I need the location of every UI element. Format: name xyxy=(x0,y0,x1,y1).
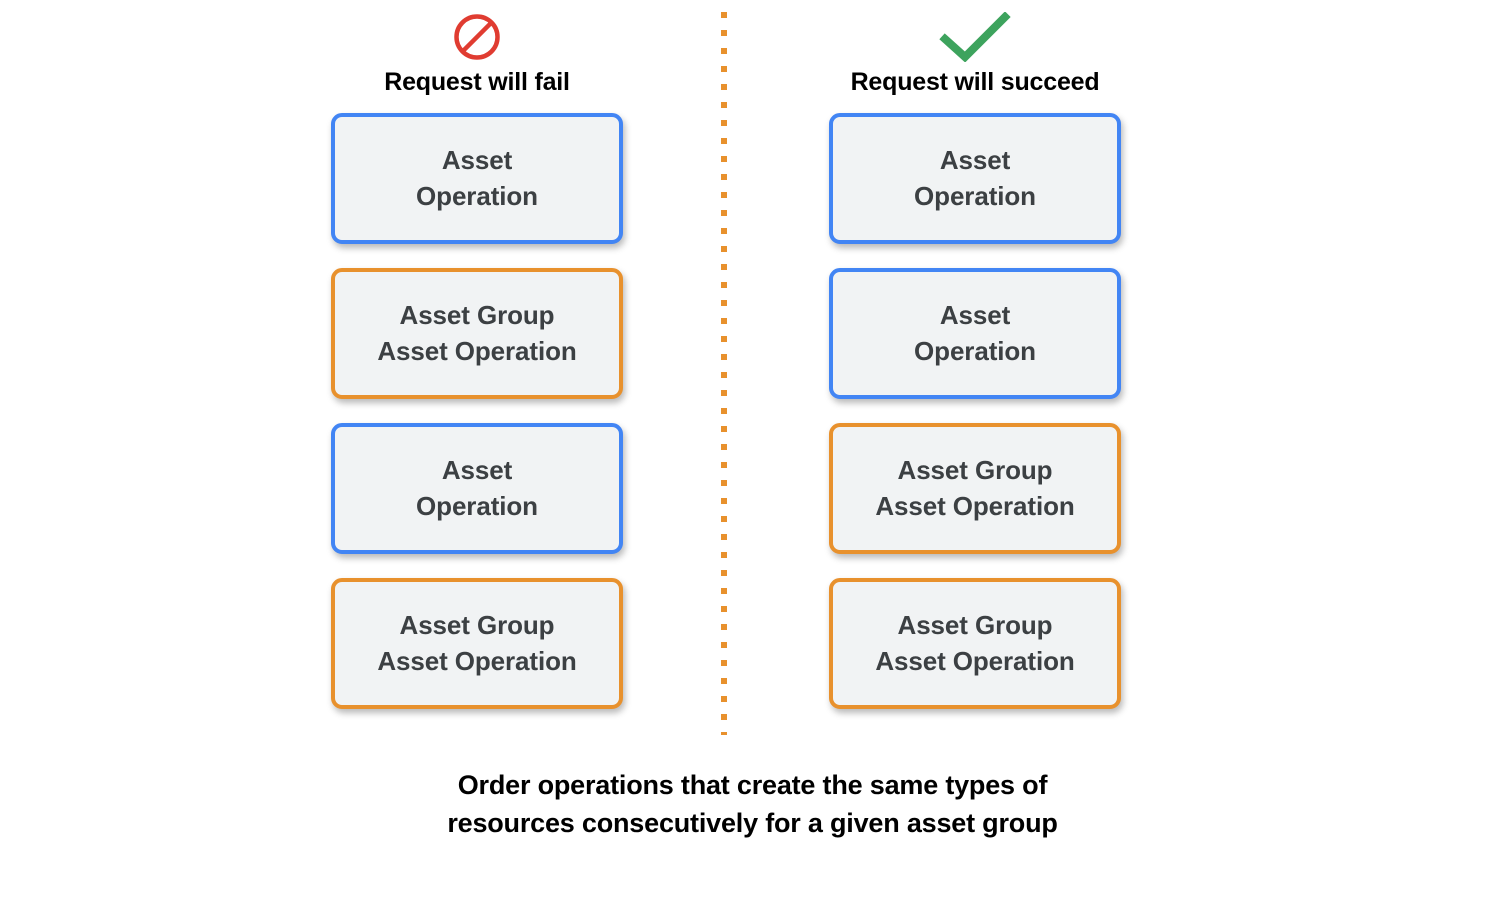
box-label: Asset Group Asset Operation xyxy=(377,300,577,366)
box-asset-operation: Asset Operation xyxy=(829,113,1121,244)
column-header-label-fail: Request will fail xyxy=(384,68,570,96)
checkmark-icon xyxy=(789,12,1161,62)
box-asset-group-asset-operation: Asset Group Asset Operation xyxy=(331,578,623,709)
box-stack-succeed: Asset Operation Asset Operation Asset Gr… xyxy=(829,113,1121,733)
box-asset-group-asset-operation: Asset Group Asset Operation xyxy=(829,423,1121,554)
column-header-label-succeed: Request will succeed xyxy=(850,68,1100,96)
box-label: Asset Group Asset Operation xyxy=(875,455,1075,521)
box-label: Asset Operation xyxy=(416,145,538,211)
box-asset-group-asset-operation: Asset Group Asset Operation xyxy=(331,268,623,399)
box-asset-operation: Asset Operation xyxy=(331,423,623,554)
vertical-dotted-divider xyxy=(721,12,727,735)
box-stack-fail: Asset Operation Asset Group Asset Operat… xyxy=(331,113,623,733)
column-header-fail: Request will fail xyxy=(291,12,663,97)
column-header-succeed: Request will succeed xyxy=(789,12,1161,97)
box-label: Asset Operation xyxy=(914,145,1036,211)
box-asset-operation: Asset Operation xyxy=(829,268,1121,399)
box-label: Asset Group Asset Operation xyxy=(875,610,1075,676)
diagram-caption: Order operations that create the same ty… xyxy=(447,770,1058,839)
box-asset-operation: Asset Operation xyxy=(331,113,623,244)
box-label: Asset Operation xyxy=(914,300,1036,366)
box-asset-group-asset-operation: Asset Group Asset Operation xyxy=(829,578,1121,709)
box-label: Asset Group Asset Operation xyxy=(377,610,577,676)
box-label: Asset Operation xyxy=(416,455,538,521)
prohibited-icon xyxy=(291,12,663,62)
